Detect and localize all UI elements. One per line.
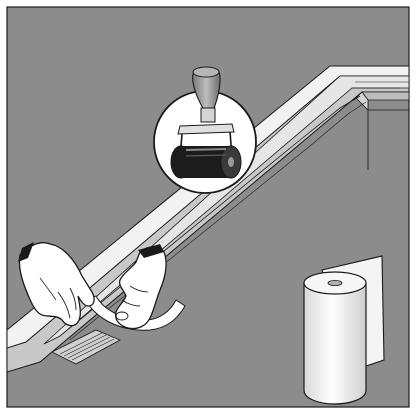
installation-illustration [0, 0, 416, 414]
illustration-canvas [0, 0, 416, 414]
